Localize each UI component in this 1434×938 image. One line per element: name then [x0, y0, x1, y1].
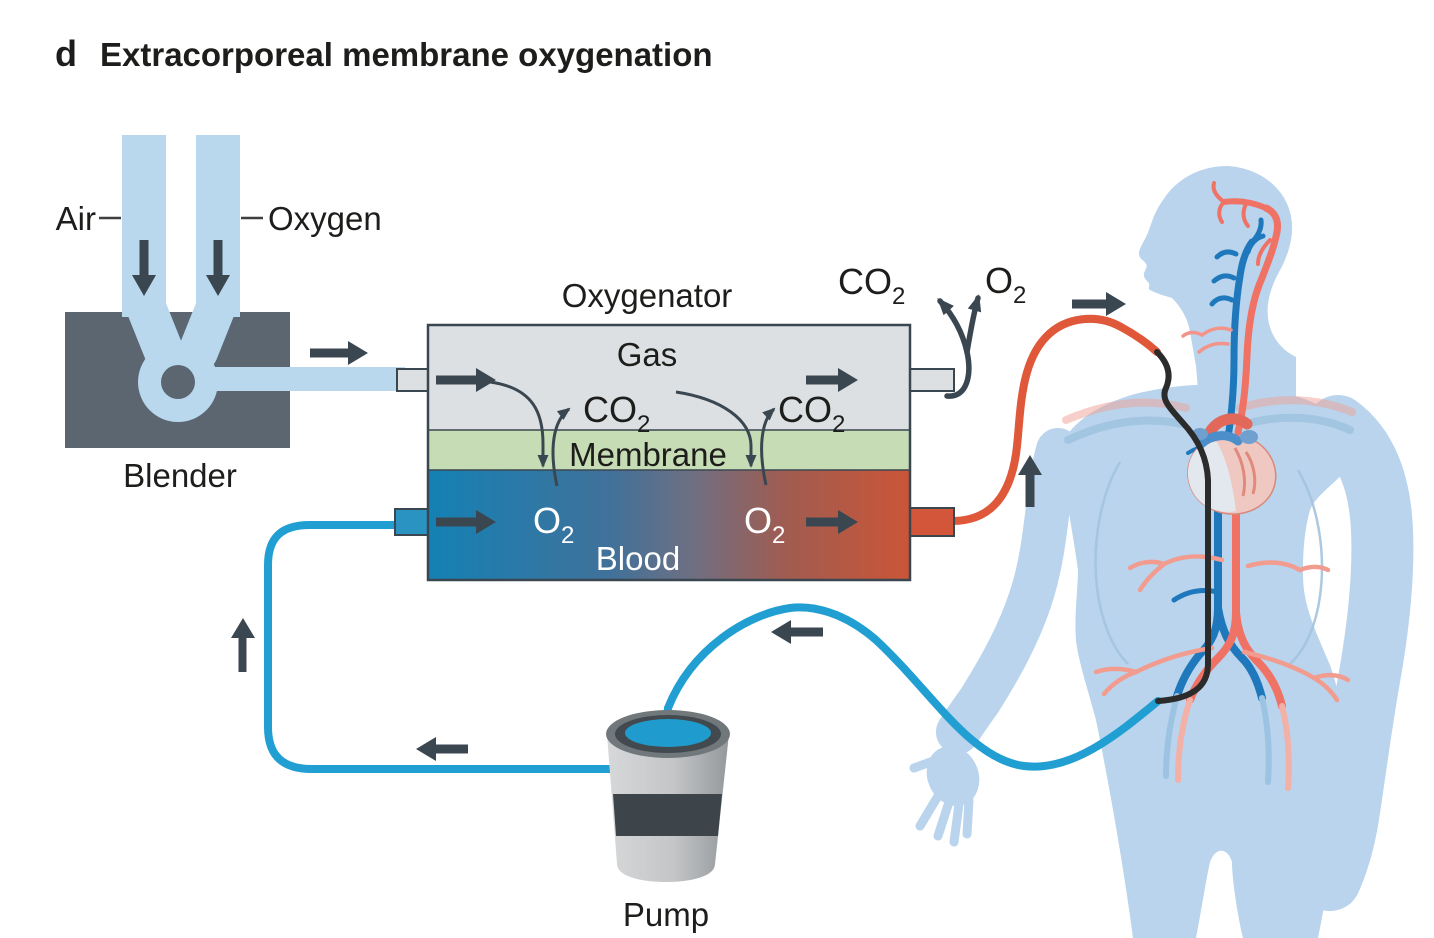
blood-in-arrow — [436, 510, 496, 534]
left-hand — [909, 746, 980, 847]
vena-cava — [1171, 444, 1266, 702]
o2-blood-label-1: O2 — [533, 500, 574, 549]
blood-outlet-port — [907, 507, 955, 537]
neck-head-vessels — [1181, 181, 1281, 442]
carotid-artery — [1211, 181, 1281, 436]
circuit-up-arrow — [231, 618, 255, 672]
gas-layer-label: Gas — [617, 336, 678, 373]
blended-gas-arrow — [310, 341, 368, 365]
lungs-outline — [1094, 461, 1324, 665]
blood-layer-label: Blood — [596, 540, 680, 577]
pump-out-left-arrow — [416, 737, 468, 761]
facial-branches — [1181, 326, 1233, 354]
subclavian-vessels — [1062, 396, 1356, 444]
figure-title: d Extracorporeal membrane oxygenation — [55, 33, 713, 74]
aortic-arch — [1204, 413, 1253, 438]
to-patient-arrow — [1072, 292, 1126, 316]
co2-gas-label-2: CO2 — [778, 389, 845, 438]
co2-gas-label-1: CO2 — [583, 389, 650, 438]
co2-transfer-arrow-2 — [760, 407, 776, 486]
blender-unit: Air Oxygen Blender — [56, 135, 405, 494]
pulmonary-knob-right — [1240, 430, 1258, 444]
left-arm-silhouette — [936, 428, 1080, 754]
exhaust-o2-label: O2 — [985, 260, 1026, 309]
gas-out-arrow — [806, 368, 858, 392]
membrane-layer — [428, 430, 910, 470]
head-silhouette — [1139, 166, 1296, 412]
pump-top-blood — [625, 719, 711, 747]
pelvic-branches — [1093, 554, 1351, 703]
gas-exchange-arrows — [489, 380, 776, 487]
heart-vessel-stripes — [1233, 447, 1257, 497]
return-line-up-arrow — [1018, 455, 1042, 507]
air-flow-arrow — [132, 240, 156, 296]
oxygen-flow-arrow — [206, 240, 230, 296]
blender-label: Blender — [123, 457, 237, 494]
co2-transfer-arrow-1 — [551, 407, 571, 487]
oxygenator-unit: Oxygenator Gas Membrane Blood CO2 CO2 O2… — [394, 277, 955, 582]
arterial-return-line — [948, 314, 1161, 525]
oxygenator-borders — [426, 323, 912, 582]
flow-arrows — [132, 240, 1126, 761]
exhaust-fork-arrow — [937, 294, 982, 399]
left-hand-thumb-icon — [909, 755, 941, 773]
exhaust-gases: CO2 O2 — [838, 260, 1026, 399]
venous-drainage-line — [661, 603, 1162, 771]
o2-transfer-arrow-1 — [489, 380, 549, 468]
intravascular-cannula — [1154, 349, 1211, 704]
title-text: Extracorporeal membrane oxygenation — [100, 36, 713, 73]
blender-mixer-hole — [161, 365, 195, 399]
right-hand-fingers — [1307, 855, 1362, 909]
gas-inlet-port — [396, 368, 431, 392]
pump-to-oxygenator-line — [264, 521, 618, 773]
artery-thigh-fade — [1175, 697, 1292, 791]
oxygenator-label: Oxygenator — [562, 277, 733, 314]
oxygen-label: Oxygen — [268, 200, 382, 237]
pulmonary-trunk — [1196, 431, 1243, 449]
exhaust-co2-label: CO2 — [838, 261, 905, 310]
oxygenator-ports — [394, 368, 955, 537]
drainage-left-arrow — [771, 620, 823, 644]
vein-thigh-fade — [1163, 693, 1272, 785]
blood-out-arrow — [806, 510, 858, 534]
pump-band — [613, 794, 722, 836]
heart-left-lobe — [1187, 442, 1236, 512]
jugular-vein — [1209, 217, 1266, 442]
o2-transfer-arrow-2 — [675, 390, 757, 468]
pump-label: Pump — [623, 896, 709, 933]
membrane-layer-label: Membrane — [569, 436, 727, 473]
o2-blood-label-2: O2 — [744, 500, 785, 549]
gas-supply-tube — [205, 367, 405, 391]
right-arm-silhouette — [1299, 395, 1414, 911]
air-label: Air — [56, 200, 96, 237]
panel-letter: d — [55, 33, 77, 74]
gas-outlet-port — [907, 368, 955, 392]
gas-in-arrow — [436, 368, 496, 392]
pump-unit: Pump — [606, 710, 730, 933]
